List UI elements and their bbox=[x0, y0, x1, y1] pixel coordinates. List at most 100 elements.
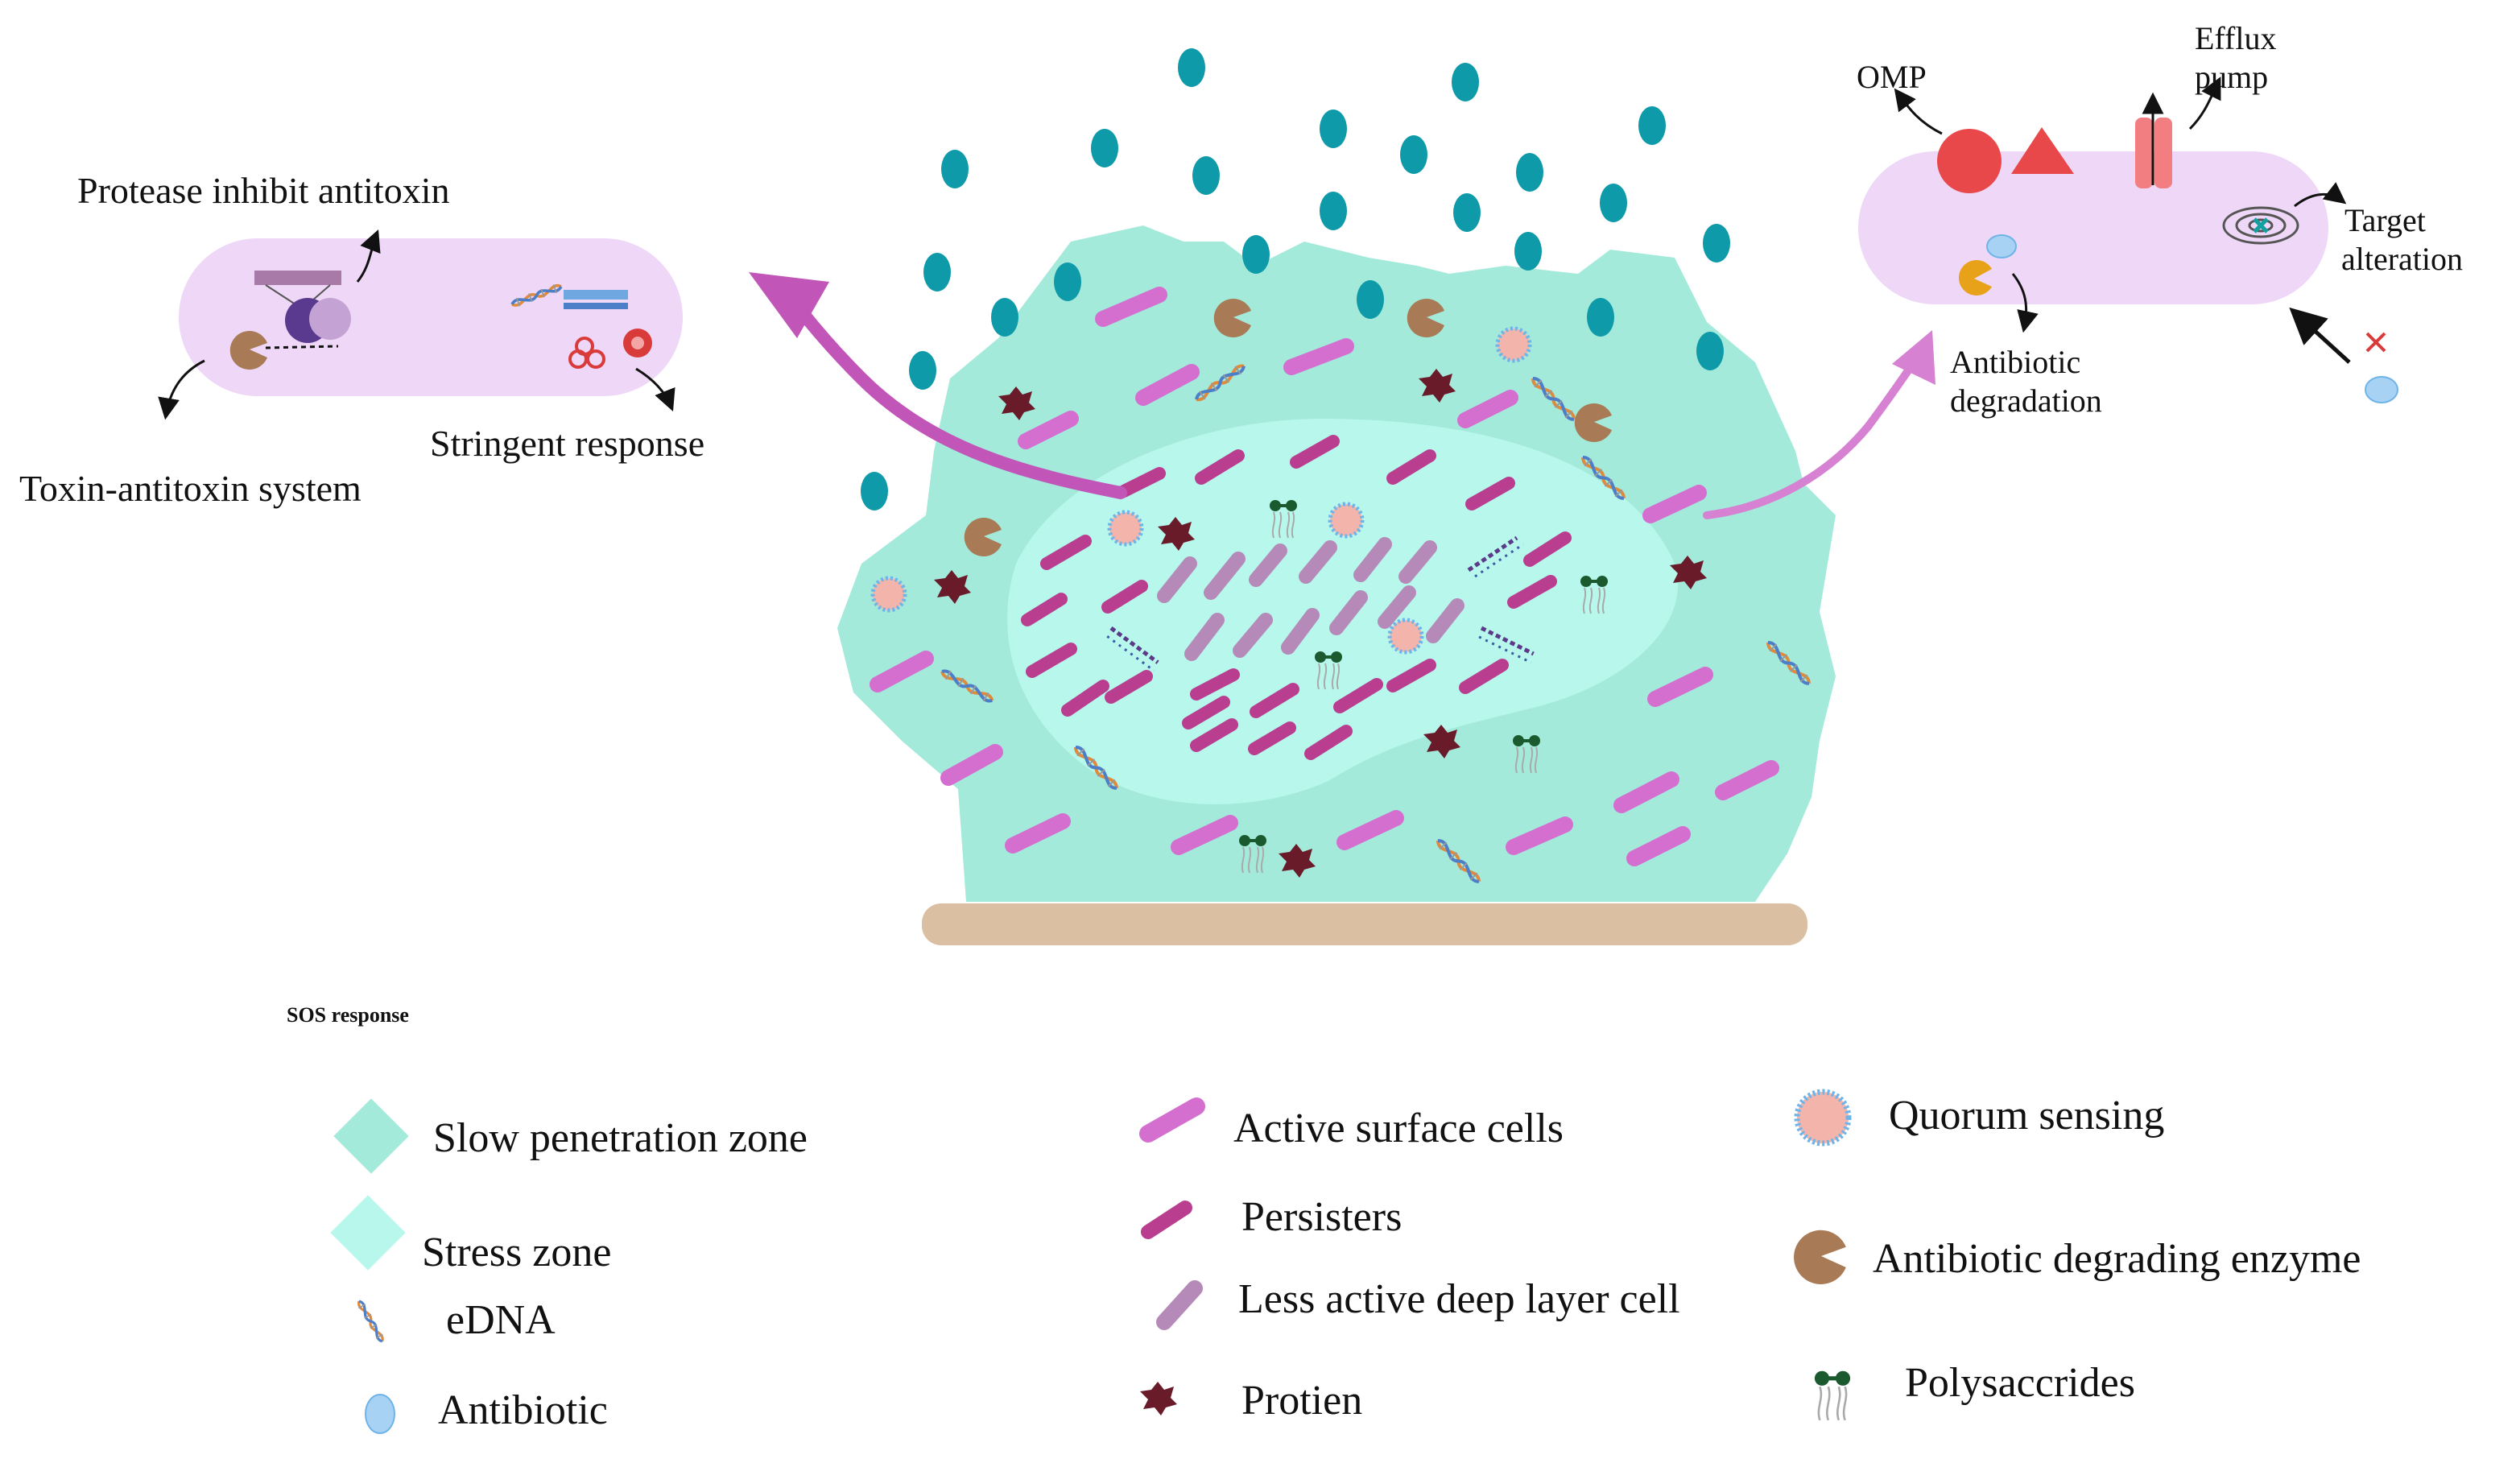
persister-icon bbox=[1141, 1201, 1192, 1239]
antibiotic-molecule bbox=[1357, 280, 1384, 319]
legend-label-edna: eDNA bbox=[446, 1297, 556, 1343]
persister-cell bbox=[1182, 696, 1230, 730]
target-alteration-label-line1: Target bbox=[2344, 202, 2426, 238]
antibiotic-molecule bbox=[941, 150, 969, 188]
substrate-surface bbox=[922, 903, 1807, 945]
antibiotic-molecule bbox=[1320, 192, 1347, 230]
persister-cell bbox=[1507, 575, 1557, 609]
antibiotic-icon bbox=[365, 1394, 395, 1434]
left-mechanism-arrowhead bbox=[749, 272, 829, 338]
active-surface-cell bbox=[1005, 813, 1071, 853]
legend-label-slow-penetration: Slow penetration zone bbox=[433, 1115, 808, 1161]
persister-cell bbox=[1040, 535, 1092, 570]
edna-icon bbox=[354, 1297, 387, 1345]
persister-cell bbox=[1386, 659, 1436, 692]
persister-cell bbox=[1333, 678, 1383, 713]
persister-cell bbox=[1105, 670, 1153, 704]
antibiotic-molecule bbox=[1178, 48, 1205, 87]
active-surface-cell bbox=[1283, 338, 1354, 375]
persister-cell bbox=[1190, 718, 1238, 752]
persister-cell bbox=[1465, 477, 1515, 510]
legend-label-quorum: Quorum sensing bbox=[1889, 1093, 2165, 1139]
less-active-deep-layer-cell bbox=[1329, 590, 1368, 635]
omp-label: OMP bbox=[1857, 59, 1927, 95]
less-active-deep-layer-cell bbox=[1204, 552, 1246, 600]
slow-penetration-zone-icon bbox=[333, 1098, 409, 1174]
efflux-pump-label-line2: pump bbox=[2195, 59, 2269, 95]
protease-label: Protease inhibit antitoxin bbox=[77, 170, 450, 211]
toxin-antitoxin-label: Toxin-antitoxin system bbox=[19, 468, 361, 509]
antibiotic-molecule bbox=[909, 351, 936, 390]
legend-label-protein: Protien bbox=[1241, 1378, 1363, 1424]
less-active-cell-icon bbox=[1156, 1280, 1203, 1330]
less-active-deep-layer-cell bbox=[1233, 613, 1273, 658]
less-active-deep-layer-cell bbox=[1378, 585, 1416, 629]
antibiotic-molecule bbox=[1703, 224, 1730, 262]
active-surface-cell bbox=[1135, 364, 1200, 406]
efflux-pump-label-line1: Efflux bbox=[2195, 20, 2277, 56]
less-active-deep-layer-cell bbox=[1249, 544, 1287, 587]
persister-cell bbox=[1248, 721, 1296, 755]
legend-label-active-surface-cells: Active surface cells bbox=[1233, 1106, 1564, 1151]
antibiotic-molecule bbox=[1453, 193, 1481, 232]
protein-icon bbox=[1140, 1382, 1177, 1416]
less-active-deep-layer-cell bbox=[1299, 540, 1337, 584]
less-active-deep-layer-cell bbox=[1157, 556, 1197, 603]
antibiotic-molecule bbox=[991, 298, 1018, 337]
active-surface-cell bbox=[1457, 390, 1518, 428]
degrading-enzyme-icon bbox=[1794, 1230, 1846, 1284]
antibiotic-molecule bbox=[1516, 153, 1543, 192]
right-bacterium-cell bbox=[1858, 76, 2398, 403]
legend-label-enzyme: Antibiotic degrading enzyme bbox=[1873, 1236, 2361, 1282]
active-surface-cell bbox=[870, 651, 934, 692]
antibiotic-molecule bbox=[1696, 332, 1724, 370]
active-surface-cell-icon bbox=[1139, 1097, 1205, 1143]
legend-label-less-active: Less active deep layer cell bbox=[1238, 1276, 1680, 1322]
legend-label-polysaccharides: Polysaccrides bbox=[1905, 1360, 2135, 1406]
antibiotic-molecule bbox=[1514, 232, 1542, 271]
active-surface-cell bbox=[1171, 815, 1238, 855]
antibiotic-molecule bbox=[1452, 63, 1479, 101]
active-surface-cell bbox=[1336, 810, 1404, 850]
active-surface-cell bbox=[1642, 485, 1707, 523]
quorum-sensing-icon bbox=[1390, 620, 1422, 652]
quorum-sensing-icon bbox=[1498, 329, 1530, 361]
active-surface-cell bbox=[1715, 760, 1779, 800]
active-surface-cell bbox=[1647, 667, 1713, 707]
less-active-deep-layer-cell bbox=[1281, 608, 1320, 655]
persister-cell bbox=[1021, 593, 1068, 626]
quorum-sensing-icon bbox=[1109, 512, 1142, 544]
antibiotic-molecule bbox=[1054, 262, 1081, 301]
left-bacterium-cell bbox=[158, 229, 683, 420]
persister-cell bbox=[1026, 643, 1077, 678]
less-active-deep-layer-cell bbox=[1353, 537, 1392, 582]
less-active-deep-layer-cell bbox=[1426, 598, 1464, 643]
stress-zone-icon bbox=[330, 1195, 406, 1271]
antibiotic-molecules bbox=[861, 48, 1730, 510]
persister-cell bbox=[1386, 449, 1436, 485]
polysaccharide-icon bbox=[1815, 1371, 1850, 1420]
persister-cell bbox=[1250, 683, 1299, 718]
persister-cell bbox=[1061, 680, 1109, 717]
active-surface-cell bbox=[1506, 816, 1573, 855]
stringent-response-label: Stringent response bbox=[430, 423, 705, 464]
antibiotic-molecule bbox=[1600, 184, 1627, 222]
active-surface-cell bbox=[1095, 287, 1167, 327]
bacterial-cells bbox=[870, 287, 1779, 866]
persister-cell bbox=[1195, 449, 1245, 485]
less-active-deep-layer-cell bbox=[1184, 613, 1225, 661]
legend-label-antibiotic: Antibiotic bbox=[438, 1387, 608, 1433]
legend-label-stress-zone: Stress zone bbox=[422, 1230, 612, 1275]
antibiotic-molecule bbox=[1400, 135, 1427, 174]
persister-cell bbox=[1459, 659, 1509, 694]
antibiotic-molecule bbox=[1320, 110, 1347, 148]
persister-cell bbox=[1523, 531, 1572, 567]
legend-icons bbox=[330, 1089, 1850, 1434]
active-surface-cell bbox=[1626, 826, 1691, 866]
antibiotic-molecule bbox=[1242, 235, 1270, 274]
active-surface-cell bbox=[940, 744, 1003, 786]
legend-label-persisters: Persisters bbox=[1241, 1194, 1403, 1240]
right-mechanism-arrowhead bbox=[1892, 330, 1935, 385]
